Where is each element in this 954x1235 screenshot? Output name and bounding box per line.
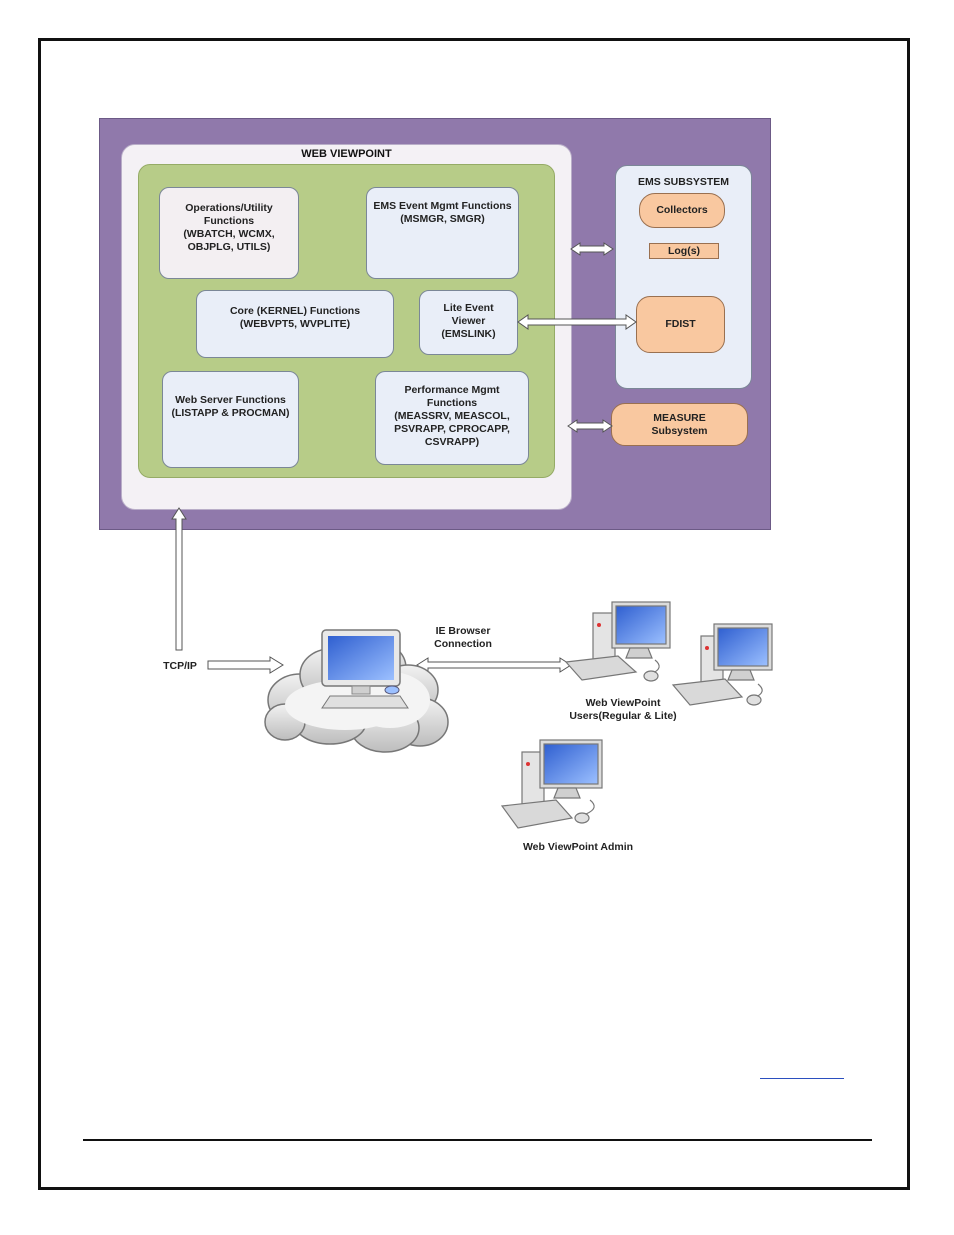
- fdist-label: FDIST: [665, 318, 696, 330]
- measure-subsystem-box: MEASURE Subsystem: [611, 403, 748, 446]
- user-computer-icon-2: [671, 623, 773, 706]
- perf-line-4: PSVRAPP, CPROCAPP,: [394, 423, 510, 435]
- lite-line-3: (EMSLINK): [441, 328, 496, 340]
- performance-mgmt-box: Performance Mgmt Functions (MEASSRV, MEA…: [375, 371, 529, 465]
- lite-line-1: Lite Event: [443, 302, 494, 314]
- web-server-line-1: Web Server Functions: [175, 394, 286, 406]
- ops-line-2: Functions: [203, 215, 255, 227]
- ops-line-4: OBJPLG, UTILS): [187, 241, 271, 253]
- lite-event-viewer-box: Lite Event Viewer (EMSLINK): [419, 290, 518, 355]
- fdist-box: FDIST: [636, 296, 725, 353]
- admin-label: Web ViewPoint Admin: [522, 841, 634, 853]
- measure-line-2: Subsystem: [651, 424, 708, 437]
- logs-box: Log(s): [649, 243, 719, 259]
- ems-event-line-1: EMS Event Mgmt Functions: [373, 200, 512, 212]
- operations-utility-box: Operations/Utility Functions (WBATCH, WC…: [159, 187, 299, 279]
- ops-line-3: (WBATCH, WCMX,: [183, 228, 275, 240]
- core-line-1: Core (KERNEL) Functions: [229, 305, 361, 317]
- logs-label: Log(s): [667, 244, 701, 257]
- core-kernel-box: Core (KERNEL) Functions (WEBVPT5, WVPLIT…: [196, 290, 394, 358]
- ops-line-1: Operations/Utility: [185, 202, 273, 214]
- perf-line-1: Performance Mgmt: [404, 384, 500, 396]
- users-line-1: Web ViewPoint: [585, 697, 661, 709]
- perf-line-5: CSVRAPP): [424, 436, 480, 448]
- arrow-tcpip-up: [171, 507, 187, 651]
- arrow-lite-to-fdist: [517, 314, 637, 330]
- user-computer-icon-1: [564, 601, 671, 682]
- lite-line-2: Viewer: [451, 315, 486, 327]
- web-server-line-2: (LISTAPP & PROCMAN): [171, 407, 290, 419]
- arrow-wvp-to-ems: [570, 242, 614, 256]
- ie-line-1: IE Browser: [435, 625, 491, 637]
- collectors-box: Collectors: [639, 193, 725, 228]
- collectors-label: Collectors: [656, 204, 708, 216]
- web-viewpoint-title: WEB VIEWPOINT: [301, 148, 392, 160]
- perf-line-3: (MEASSRV, MEASCOL,: [394, 410, 510, 422]
- core-line-2: (WEBVPT5, WVPLITE): [239, 318, 351, 330]
- ems-event-line-2: (MSMGR, SMGR): [400, 213, 485, 225]
- tcpip-label: TCP/IP: [163, 660, 197, 672]
- arrow-tcpip-right: [207, 656, 284, 674]
- ie-line-2: Connection: [434, 638, 492, 650]
- page-border: [38, 38, 910, 1190]
- perf-line-2: Functions: [426, 397, 478, 409]
- ie-browser-label: IE Browser Connection: [418, 625, 508, 651]
- ems-subsystem-title: EMS SUBSYSTEM: [637, 176, 729, 188]
- admin-computer-icon: [500, 739, 603, 829]
- ems-event-mgmt-box: EMS Event Mgmt Functions (MSMGR, SMGR): [366, 187, 519, 279]
- users-line-2: Users(Regular & Lite): [569, 710, 677, 722]
- footer-rule: [83, 1139, 872, 1141]
- footer-link-underline[interactable]: [760, 1078, 844, 1079]
- cloud-server-icon: [264, 629, 449, 753]
- arrow-wvp-to-measure: [567, 419, 613, 433]
- arrow-ie-browser: [416, 657, 572, 673]
- measure-line-1: MEASURE: [653, 411, 706, 424]
- web-server-box: Web Server Functions (LISTAPP & PROCMAN): [162, 371, 299, 468]
- users-label: Web ViewPoint Users(Regular & Lite): [548, 697, 698, 723]
